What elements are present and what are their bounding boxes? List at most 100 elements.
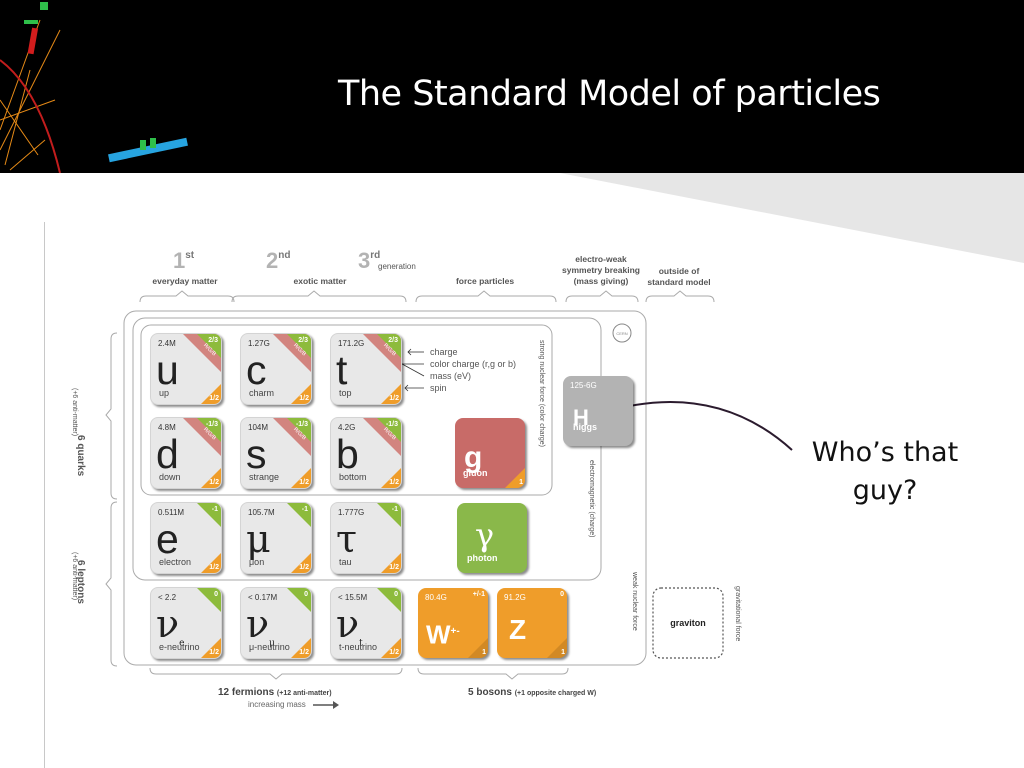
- spin-value: 1/2: [209, 479, 219, 486]
- charge-value: +/-1: [472, 591, 485, 598]
- particle-symbol: g: [464, 441, 483, 474]
- mass-value: 4.8M: [158, 423, 176, 432]
- bosons-count: 5 bosons (+1 opposite charged W): [468, 687, 597, 698]
- particle-card-higgs: 125-6G H higgs: [563, 376, 633, 446]
- particle-card-charm: 2/3 R/G/B 1.27G c charm 1/2: [240, 333, 312, 405]
- spin-value: 1/2: [299, 479, 309, 486]
- charge-value: -1/3: [385, 421, 398, 428]
- mass-value: 2.4M: [158, 339, 176, 348]
- particle-symbol: τ: [336, 517, 358, 561]
- spin-value: 1/2: [389, 564, 399, 571]
- particle-name: top: [339, 388, 352, 398]
- spin-value: 1/2: [209, 564, 219, 571]
- spin-value: 1: [482, 649, 486, 656]
- charge-value: 0: [394, 591, 398, 598]
- spin-value: 1/2: [389, 649, 399, 656]
- mass-value: < 2.2: [158, 593, 177, 602]
- spin-value: 1/2: [299, 564, 309, 571]
- mass-value: 80.4G: [425, 593, 447, 602]
- increasing-mass-label: increasing mass: [248, 700, 306, 709]
- outside-sm-header: outside of standard model: [647, 266, 711, 287]
- charge-value: -1: [301, 506, 308, 513]
- callout-text: Who’s that guy?: [811, 437, 959, 506]
- spin-value: 1/2: [209, 395, 219, 402]
- particle-name: strange: [249, 472, 280, 482]
- charge-value: 0: [214, 591, 218, 598]
- mass-value: 91.2G: [504, 593, 526, 602]
- charge-value: 0: [304, 591, 308, 598]
- mass-value: 104M: [248, 423, 269, 432]
- particle-name: bottom: [339, 472, 367, 482]
- mass-value: < 15.5M: [338, 593, 368, 602]
- em-force-label: electromagnetic (charge): [588, 460, 595, 538]
- charge-value: -1: [391, 506, 398, 513]
- particle-collision-graphic: [0, 2, 188, 173]
- particle-card-t-neutrino: 0 < 15.5M νt t-neutrino 1/2: [330, 587, 402, 659]
- particle-name: μon: [249, 557, 265, 567]
- particle-symbol: νμ: [246, 602, 275, 649]
- particle-symbol: W+-: [426, 619, 460, 650]
- header-accent-band: [560, 173, 1024, 263]
- particle-card-mu-neutrino: 0 < 0.17M νμ μ-neutrino 1/2: [240, 587, 312, 659]
- spin-value: 1/2: [389, 479, 399, 486]
- legend-charge: charge: [430, 347, 458, 357]
- particle-symbol: νe: [156, 602, 185, 649]
- particle-card-down: -1/3 R/G/B 4.8M d down 1/2: [150, 417, 222, 489]
- particle-card-top: 2/3 R/G/B 171.2G t top 1/2: [330, 333, 402, 405]
- charge-value: -1: [211, 506, 218, 513]
- leptons-antimatter-label: (+6 anti-matter): [71, 552, 78, 601]
- particle-symbol: e: [156, 516, 179, 562]
- spin-value: 1: [519, 479, 523, 486]
- mass-value: 4.2G: [338, 423, 356, 432]
- particle-symbol: γ: [475, 516, 495, 554]
- generation-1-number: 1st: [173, 248, 195, 273]
- generation-1-label: everyday matter: [152, 276, 218, 286]
- spin-value: 1: [561, 649, 565, 656]
- particle-name: tau: [339, 557, 352, 567]
- generation-3-label: generation: [378, 262, 416, 271]
- particle-symbol: H: [573, 405, 589, 430]
- legend-color-charge: color charge (r,g or b): [430, 359, 517, 369]
- slide-header: The Standard Model of particles: [0, 0, 1024, 173]
- particle-card-electron: -1 0.511M e electron 1/2: [150, 502, 222, 574]
- divider-line: [44, 222, 45, 768]
- particle-symbol: c: [246, 347, 267, 393]
- particle-name: e-neutrino: [159, 642, 200, 652]
- graviton-label: graviton: [670, 618, 706, 628]
- generation-2-label: exotic matter: [293, 276, 347, 286]
- particle-card-e-neutrino: 0 < 2.2 νe e-neutrino 1/2: [150, 587, 222, 659]
- particle-symbol: Z: [509, 614, 527, 645]
- particle-symbol: d: [156, 431, 179, 477]
- particle-symbol: b: [336, 431, 359, 477]
- ewsb-header: electro-weak symmetry breaking (mass giv…: [562, 254, 640, 286]
- charge-value: 2/3: [298, 337, 308, 344]
- particle-card-photon: γ photon: [457, 503, 527, 573]
- spin-value: 1/2: [299, 649, 309, 656]
- gravitational-force-label: gravitational force: [734, 586, 741, 642]
- charge-value: 2/3: [388, 337, 398, 344]
- charge-value: -1/3: [205, 421, 218, 428]
- mass-value: 105.7M: [248, 508, 275, 517]
- particle-card-strange: -1/3 R/G/B 104M s strange 1/2: [240, 417, 312, 489]
- particle-name: higgs: [573, 422, 597, 432]
- particle-card-up: 2/3 R/G/B 2.4M u up 1/2: [150, 333, 222, 405]
- mass-value: < 0.17M: [248, 593, 278, 602]
- particle-name: down: [159, 472, 181, 482]
- particle-symbol: νt: [336, 602, 363, 649]
- quarks-label: 6 quarks: [75, 435, 86, 477]
- particle-card-muon: -1 105.7M μ μon 1/2: [240, 502, 312, 574]
- slide-title: The Standard Model of particles: [338, 74, 881, 114]
- svg-text:CERN: CERN: [616, 331, 627, 336]
- mass-value: 125-6G: [570, 381, 597, 390]
- particle-name: t-neutrino: [339, 642, 378, 652]
- mass-value: 0.511M: [158, 508, 185, 517]
- spin-value: 1/2: [389, 395, 399, 402]
- particle-name: charm: [249, 388, 275, 398]
- particle-card-bottom: -1/3 R/G/B 4.2G b bottom 1/2: [330, 417, 402, 489]
- fermions-count: 12 fermions (+12 anti-matter): [218, 687, 332, 698]
- particle-name: electron: [159, 557, 192, 567]
- particle-card-w-boson: 80.4G +/-1 W+- 1: [418, 588, 488, 658]
- particle-symbol: u: [156, 347, 179, 393]
- particle-name: up: [159, 388, 170, 398]
- particle-name: photon: [467, 553, 498, 563]
